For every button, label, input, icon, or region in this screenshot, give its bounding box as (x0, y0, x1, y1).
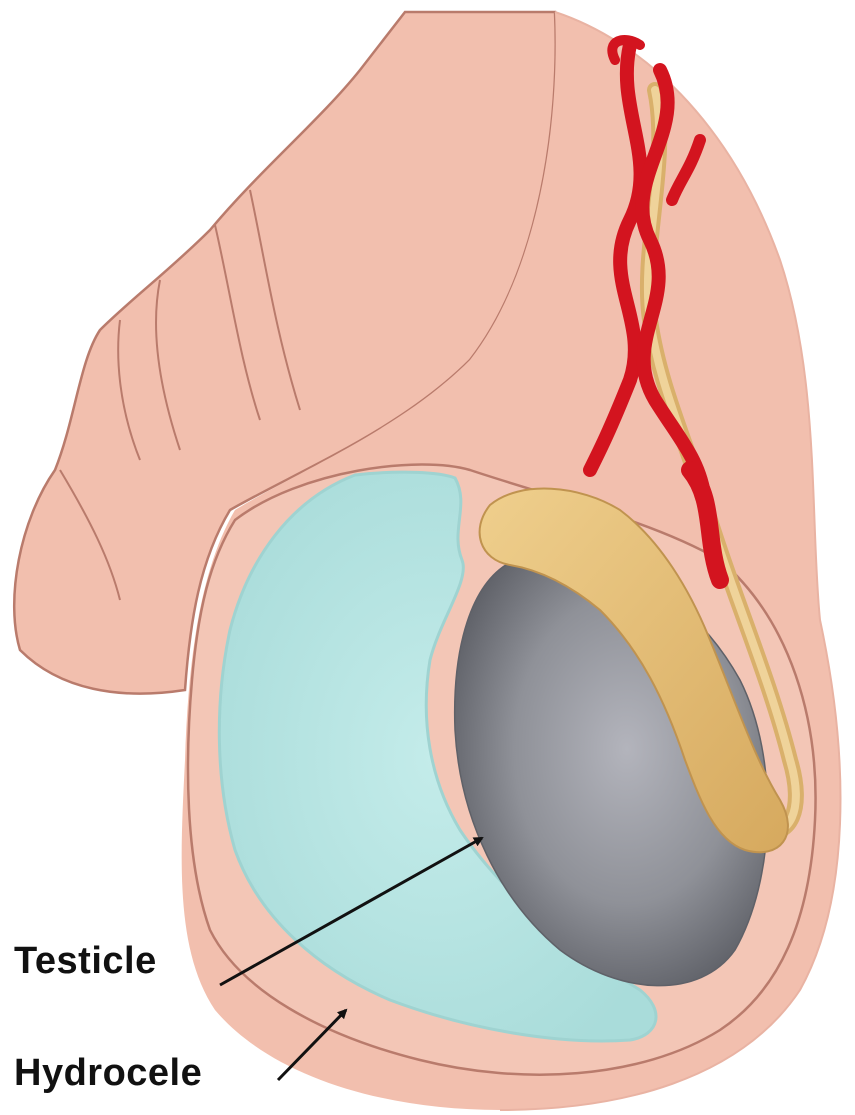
hydrocele-label: Hydrocele (14, 1052, 202, 1095)
testicle-label: Testicle (14, 940, 157, 983)
